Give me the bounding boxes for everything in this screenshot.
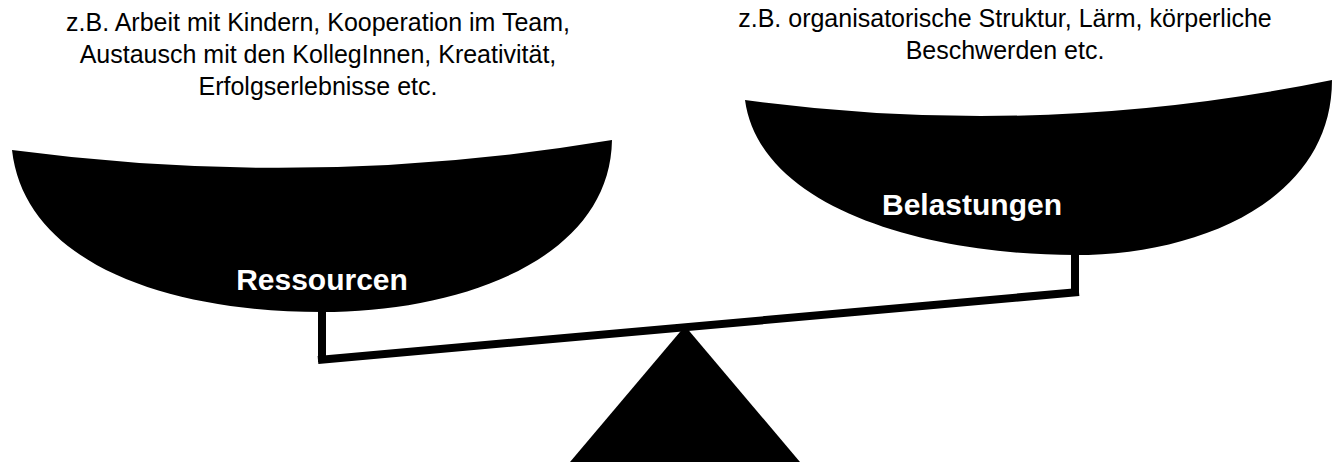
scale-pan: z.B. Arbeit mit Kindern, Kooperation im … (0, 0, 630, 320)
example-list: z.B. Arbeit mit Kindern, Kooperation im … (18, 6, 618, 102)
pan-title: Ressourcen (236, 262, 408, 298)
example-list: z.B. organisatorische Struktur, Lärm, kö… (685, 2, 1325, 66)
pan-bowl-outline (12, 140, 612, 312)
scale-pan: z.B. organisatorische Struktur, Lärm, kö… (680, 0, 1344, 262)
fulcrum-triangle (570, 326, 800, 462)
pan-title: Belastungen (882, 187, 1062, 223)
pan-bowl-outline (745, 80, 1332, 255)
